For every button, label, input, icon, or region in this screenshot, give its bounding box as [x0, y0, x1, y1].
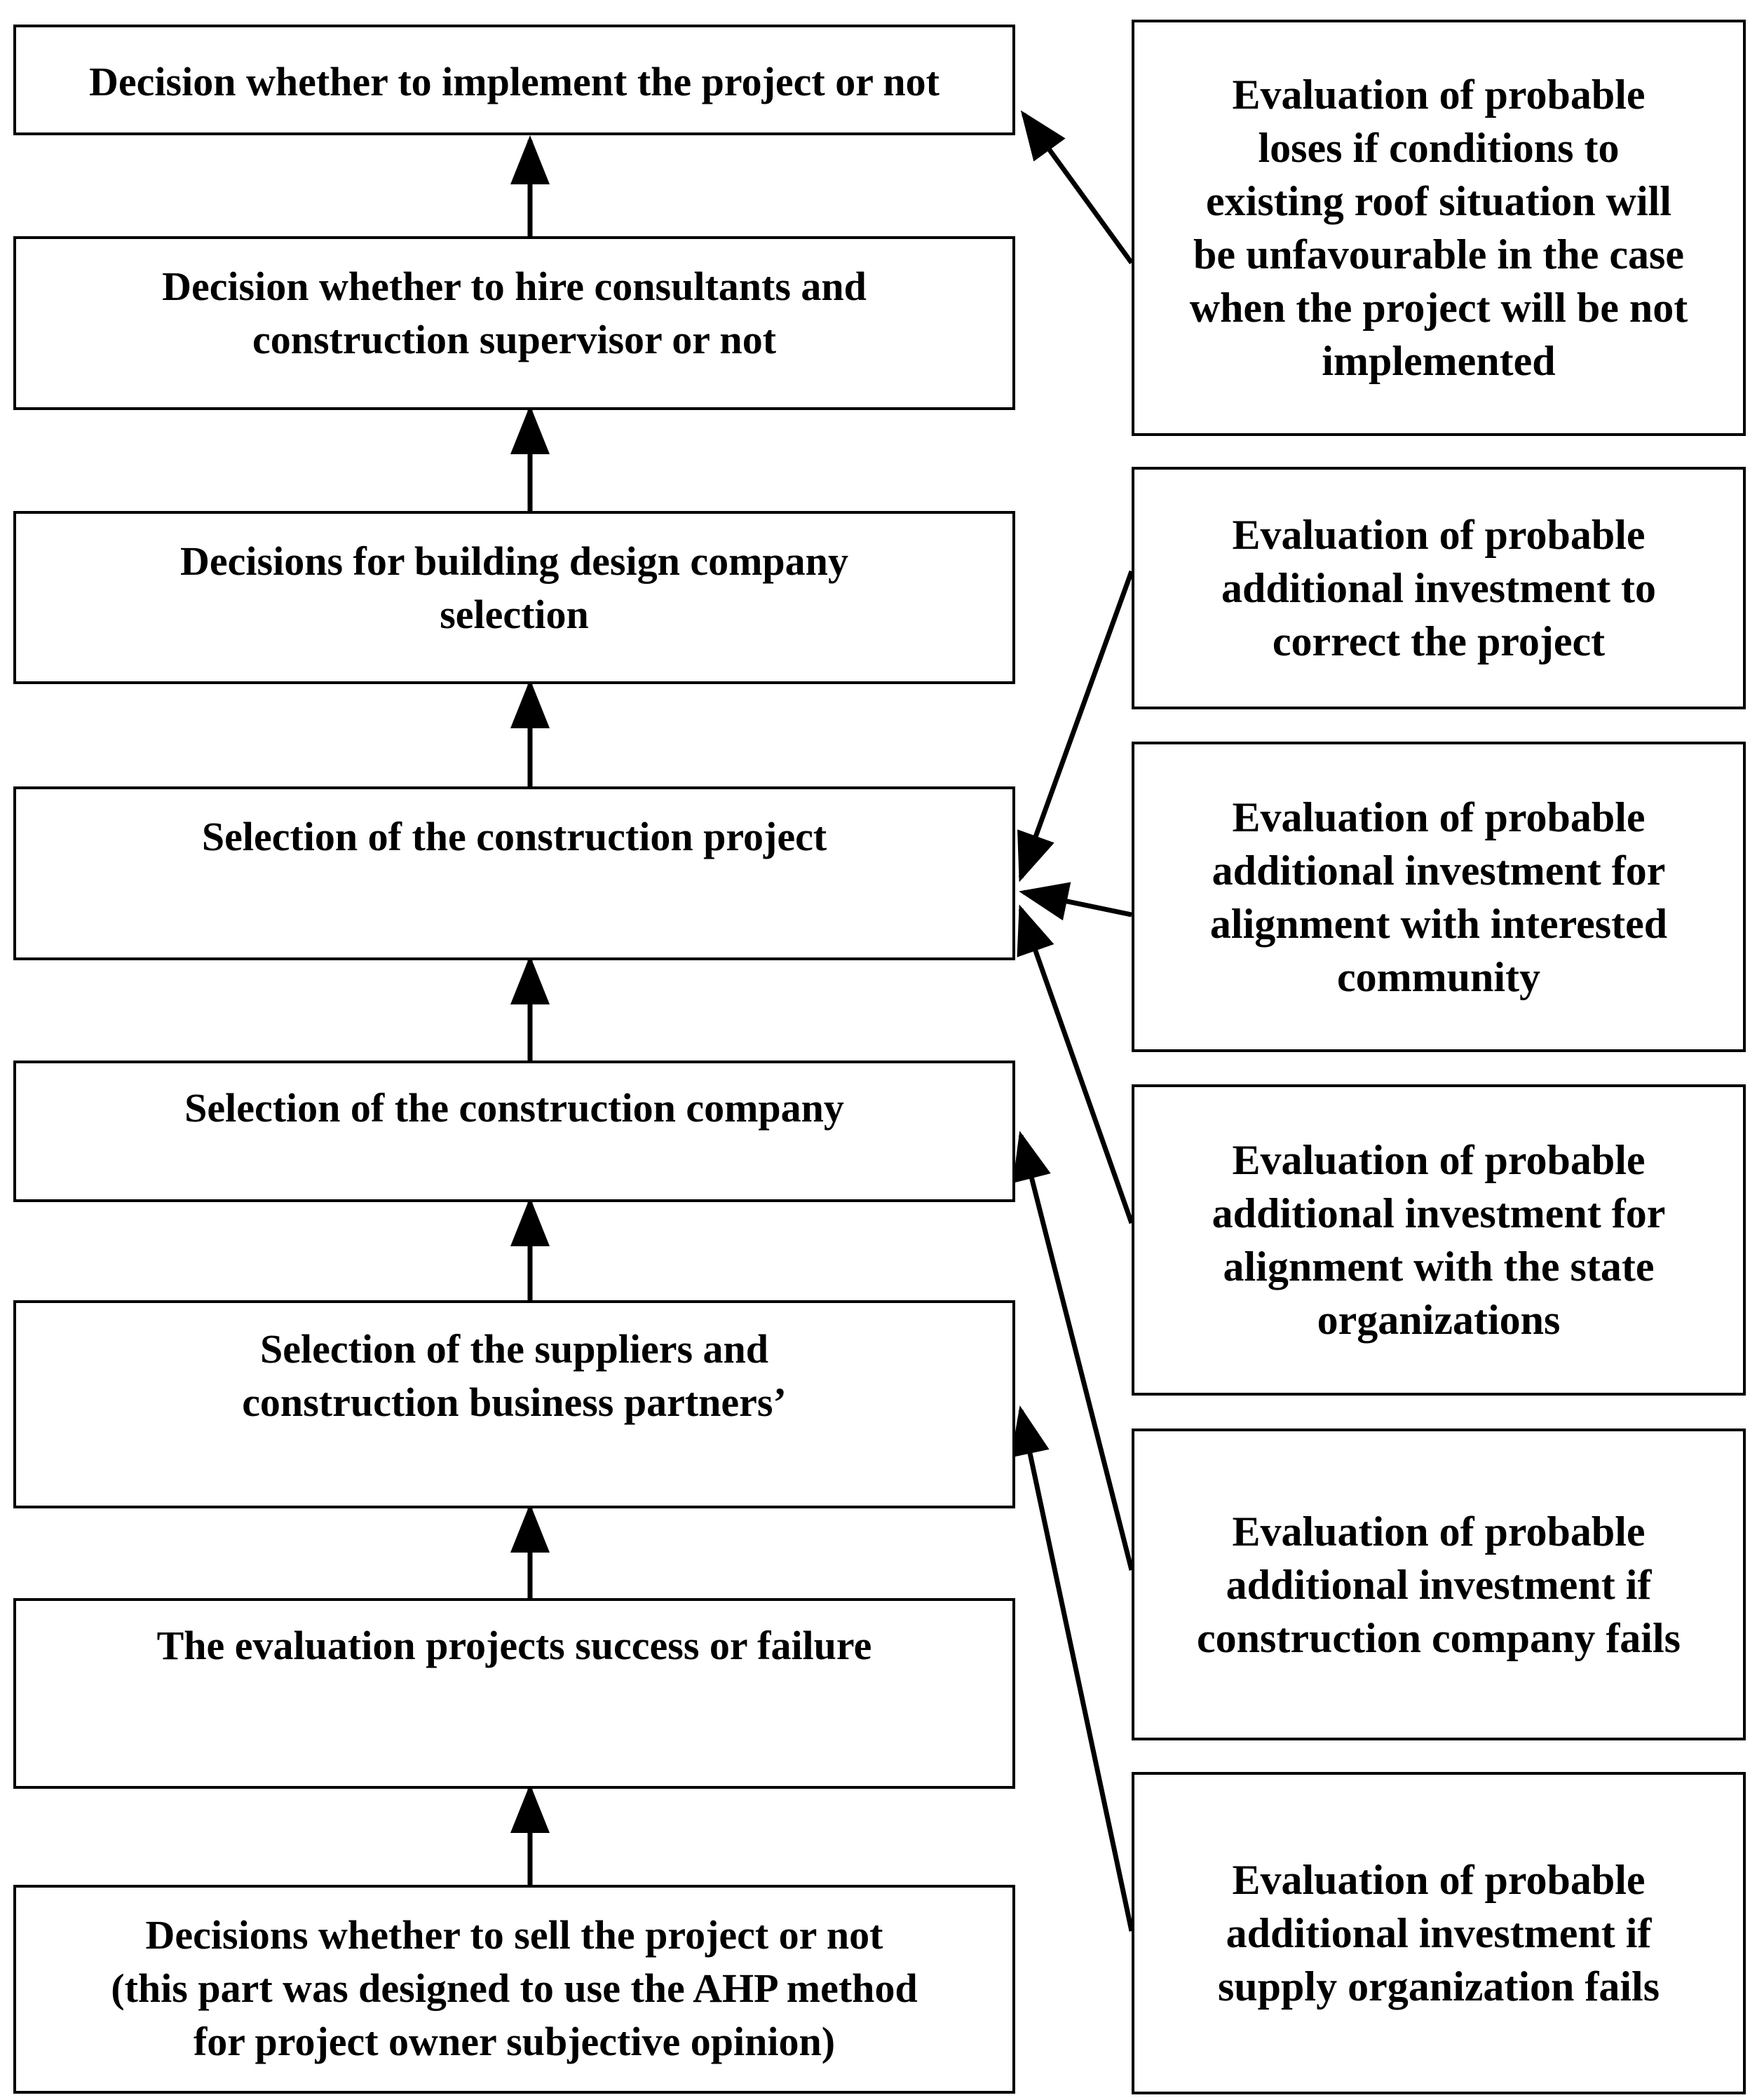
- arrow-community-to-project: [1019, 882, 1132, 921]
- arrow-state-to-project: [1017, 904, 1134, 1225]
- evaluation-community-text: Evaluation of probable additional invest…: [1209, 793, 1668, 1000]
- box-suppliers-selection: Selection of the suppliers and construct…: [13, 1300, 1015, 1508]
- evaluation-company-fails-text: Evaluation of probable additional invest…: [1197, 1508, 1681, 1661]
- box-design-company-selection: Decisions for building design company se…: [13, 511, 1015, 684]
- box-evaluation-supply-fails: Evaluation of probable additional invest…: [1132, 1772, 1746, 2094]
- arrow-correct-to-project: [1017, 570, 1134, 882]
- box-evaluation-state: Evaluation of probable additional invest…: [1132, 1084, 1746, 1396]
- evaluation-losses-text: Evaluation of probable loses if conditio…: [1189, 71, 1688, 384]
- arrow-losses-to-implement: [1020, 110, 1134, 265]
- box-evaluation-correct-project: Evaluation of probable additional invest…: [1132, 467, 1746, 709]
- box-construction-project-selection: Selection of the construction project: [13, 786, 1015, 960]
- box-hire-consultants-decision: Decision whether to hire consultants and…: [13, 236, 1015, 410]
- box-evaluation-community: Evaluation of probable additional invest…: [1132, 742, 1746, 1052]
- box-evaluation-company-fails: Evaluation of probable additional invest…: [1132, 1429, 1746, 1740]
- evaluation-state-text: Evaluation of probable additional invest…: [1212, 1137, 1666, 1343]
- evaluation-correct-project-text: Evaluation of probable additional invest…: [1221, 512, 1657, 664]
- box-implement-decision: Decision whether to implement the projec…: [13, 25, 1015, 135]
- box-construction-company-selection: Selection of the construction company: [13, 1061, 1015, 1202]
- evaluation-supply-fails-text: Evaluation of probable additional invest…: [1217, 1857, 1660, 2010]
- box-project-success-evaluation: The evaluation projects success or failu…: [13, 1598, 1015, 1789]
- box-evaluation-losses: Evaluation of probable loses if conditio…: [1132, 20, 1746, 436]
- arrow-company-fails-to-company: [1012, 1131, 1134, 1571]
- box-sell-project-decision: Decisions whether to sell the project or…: [13, 1885, 1015, 2094]
- arrow-supply-fails-to-suppliers: [1010, 1405, 1134, 1932]
